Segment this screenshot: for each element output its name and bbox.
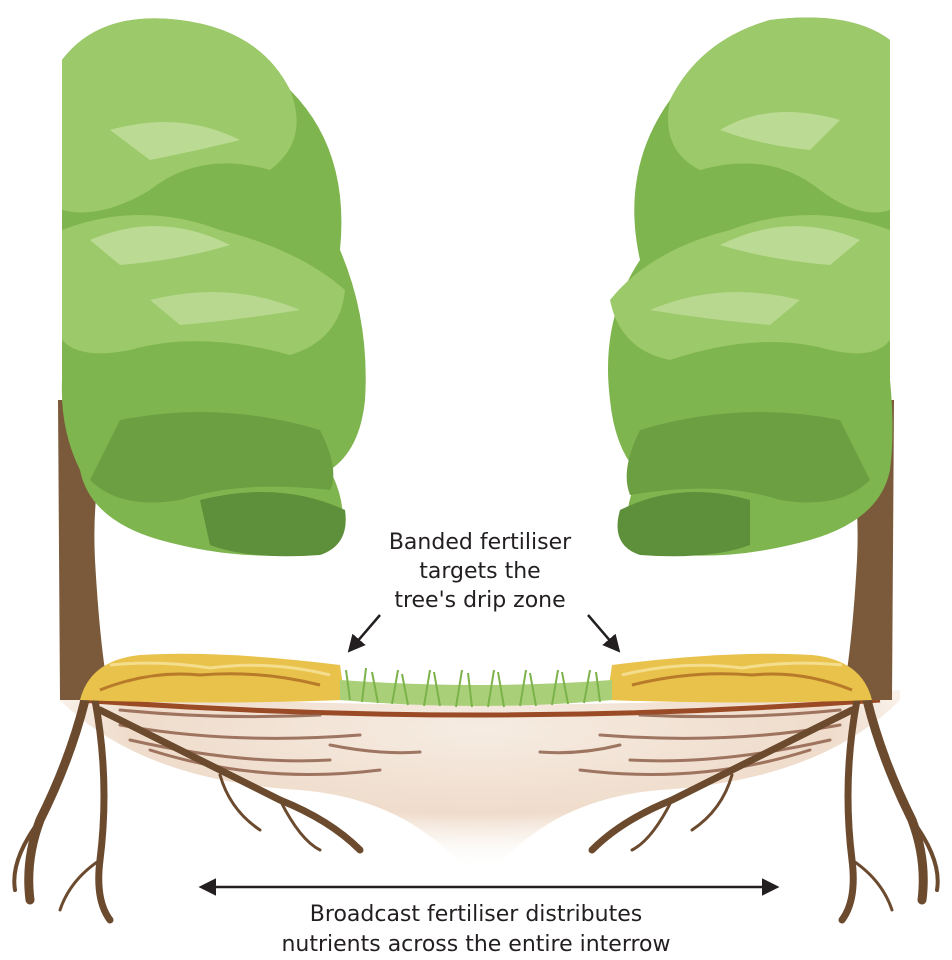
banded-label-line-2: targets the [320,557,640,586]
broadcast-label-line-1: Broadcast fertiliser distributes [226,900,726,930]
right-tree [608,18,894,701]
broadcast-fertiliser-label: Broadcast fertiliser distributes nutrien… [226,900,726,960]
arrow-down-right-icon [588,615,618,650]
arrow-down-left-icon [350,615,380,650]
leaf-litter-right [607,654,872,703]
banded-label-line-3: tree's drip zone [320,586,640,615]
soil-zone [60,690,900,890]
broadcast-label-line-2: nutrients across the entire interrow [226,930,726,960]
banded-fertiliser-label: Banded fertiliser targets the tree's dri… [320,528,640,615]
right-canopy [608,18,893,557]
left-canopy [62,18,366,556]
grass-strip [340,668,612,707]
leaf-litter-left [80,654,345,703]
banded-label-line-1: Banded fertiliser [320,528,640,557]
